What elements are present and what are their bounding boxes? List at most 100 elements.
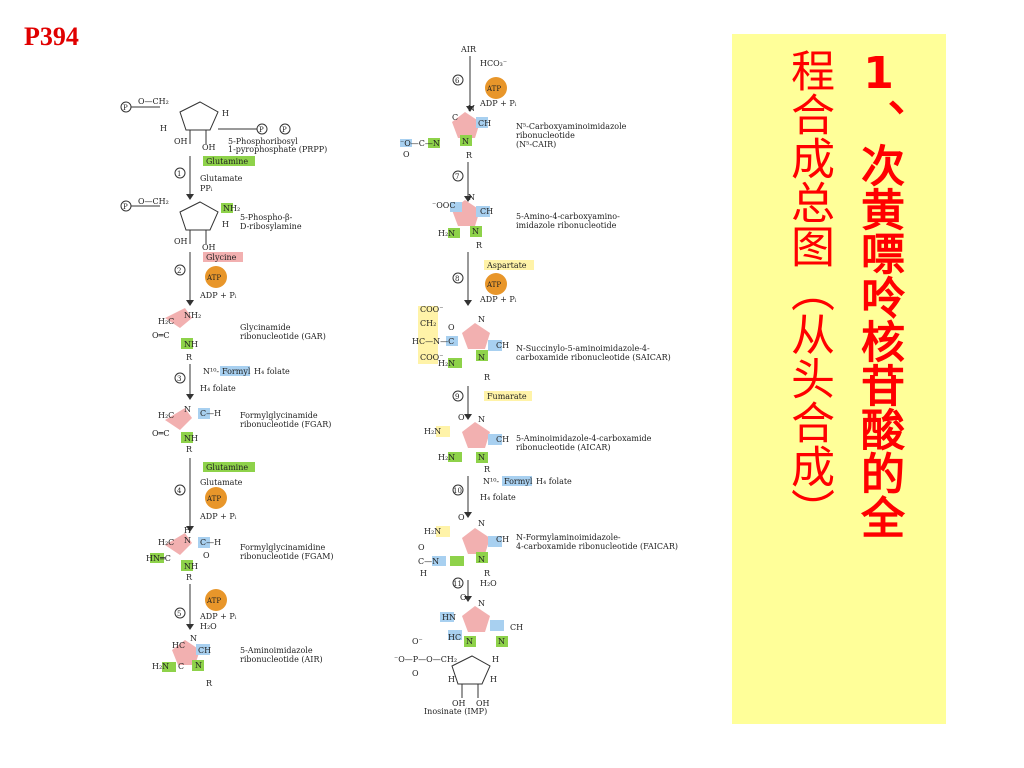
faicar-label: N-Formylaminoimidazole- [516,533,621,542]
svg-text:H: H [160,124,167,133]
left-pathway: P P P O—CH₂ H H OH OH 5-Phosphoribosyl 1-pyro… [120,97,334,688]
svg-text:N¹⁰-: N¹⁰- [483,477,499,486]
svg-text:Glutamine: Glutamine [206,157,248,166]
svg-text:3: 3 [177,375,181,383]
title-line-2: 程合成总图（从头合成） [783,48,834,532]
svg-text:9: 9 [455,393,459,401]
svg-text:P: P [282,126,287,134]
svg-text:P: P [123,104,128,112]
svg-text:H₂N: H₂N [438,453,455,462]
svg-text:R: R [186,445,193,454]
svg-text:C: C [452,113,458,122]
svg-text:CH: CH [496,435,509,444]
svg-text:ribonucleotide (FGAR): ribonucleotide (FGAR) [240,420,331,429]
svg-text:H₂N: H₂N [424,427,441,436]
svg-text:ADP + Pᵢ: ADP + Pᵢ [199,291,237,300]
svg-text:COO⁻: COO⁻ [420,305,443,314]
svg-text:O—CH₂: O—CH₂ [138,197,169,206]
svg-text:H₂C: H₂C [158,317,174,326]
formyl-tag-2 [502,476,532,486]
svg-text:R: R [186,573,193,582]
svg-text:H₄ folate: H₄ folate [480,493,516,502]
svg-text:N: N [478,315,485,324]
svg-text:NH₂: NH₂ [184,311,201,320]
svg-text:H₂N: H₂N [438,229,455,238]
svg-text:5: 5 [177,610,181,618]
cair-label: N⁵-Carboxyaminoimidazole [516,122,627,131]
svg-text:4-carboxamide ribonucleotide (: 4-carboxamide ribonucleotide (FAICAR) [516,542,678,551]
svg-text:AIR: AIR [460,45,477,54]
aicar-label: 5-Aminoimidazole-4-carboxamide [516,434,652,443]
svg-text:H: H [184,526,191,535]
title-line-1: 1、次黄嘌呤核苷酸的全 [853,48,904,539]
svg-text:ATP: ATP [206,495,221,503]
svg-text:OH: OH [174,137,188,146]
svg-text:O: O [458,513,465,522]
svg-text:C—H: C—H [200,538,221,547]
svg-text:⁻O—P—O—CH₂: ⁻O—P—O—CH₂ [394,655,457,664]
svg-text:ADP + Pᵢ: ADP + Pᵢ [479,295,517,304]
svg-text:N: N [184,405,191,414]
svg-text:CH₂: CH₂ [420,319,436,328]
svg-text:P: P [259,126,264,134]
svg-text:COO⁻: COO⁻ [420,353,443,362]
formyl-tag-1 [220,366,250,376]
svg-text:Fumarate: Fumarate [487,392,527,401]
svg-text:ATP: ATP [486,85,501,93]
prpp-label: 5-Phosphoribosyl [228,137,298,146]
svg-text:4: 4 [177,487,182,495]
svg-text:NH: NH [184,434,198,443]
svg-text:ribonucleotide (AICAR): ribonucleotide (AICAR) [516,443,611,452]
svg-text:CH: CH [480,207,493,216]
svg-text:HCO₃⁻: HCO₃⁻ [480,59,507,68]
svg-text:D-ribosylamine: D-ribosylamine [240,222,302,231]
svg-text:ATP: ATP [206,597,221,605]
svg-text:Glycine: Glycine [206,253,237,262]
svg-text:H₄ folate: H₄ folate [536,477,572,486]
svg-text:HN: HN [442,613,456,622]
svg-text:CH: CH [510,623,523,632]
svg-text:O: O [460,593,467,602]
svg-text:Formyl: Formyl [504,477,533,486]
svg-text:H: H [222,109,229,118]
svg-text:NH: NH [184,340,198,349]
svg-text:HC: HC [448,633,461,642]
svg-text:OH: OH [174,237,188,246]
svg-text:NH₂: NH₂ [223,204,240,213]
svg-text:O: O [403,150,410,159]
svg-text:imidazole ribonucleotide: imidazole ribonucleotide [516,221,617,230]
svg-text:NH: NH [184,562,198,571]
fgam-label: Formylglycinamidine [240,543,326,552]
svg-text:Glutamate: Glutamate [200,174,243,183]
svg-text:ATP: ATP [486,281,501,289]
svg-text:HC—N—C: HC—N—C [412,337,454,346]
svg-text:C: C [178,662,184,671]
glutamine-tag-1 [203,156,255,166]
svg-text:H: H [448,675,455,684]
svg-text:HC: HC [172,641,185,650]
svg-text:(N⁵-CAIR): (N⁵-CAIR) [516,140,556,149]
gar-label: Glycinamide [240,323,291,332]
svg-text:H: H [222,220,229,229]
svg-text:H₂C: H₂C [158,411,174,420]
svg-text:⁻O—C—N: ⁻O—C—N [400,139,440,148]
svg-text:N: N [478,519,485,528]
svg-text:CH: CH [478,119,491,128]
atp-badge-2 [205,266,227,288]
svg-text:R: R [484,465,491,474]
pra-label: 5-Phospho-β- [240,213,293,222]
svg-text:H: H [490,675,497,684]
svg-text:7: 7 [455,173,459,181]
saicar-label: N-Succinylo-5-aminoimidazole-4- [516,344,650,353]
prpp-structure [120,101,291,144]
svg-text:Glutamine: Glutamine [206,463,248,472]
svg-text:H₄ folate: H₄ folate [254,367,290,376]
atp-badge-6 [485,77,507,99]
svg-text:⁻OOC: ⁻OOC [432,201,455,210]
svg-text:1: 1 [177,170,181,178]
prpp-label-2: 1-pyrophosphate (PRPP) [228,145,327,154]
svg-text:O: O [458,413,465,422]
svg-text:H: H [420,569,427,578]
svg-text:CH: CH [496,535,509,544]
title-panel [732,34,946,724]
